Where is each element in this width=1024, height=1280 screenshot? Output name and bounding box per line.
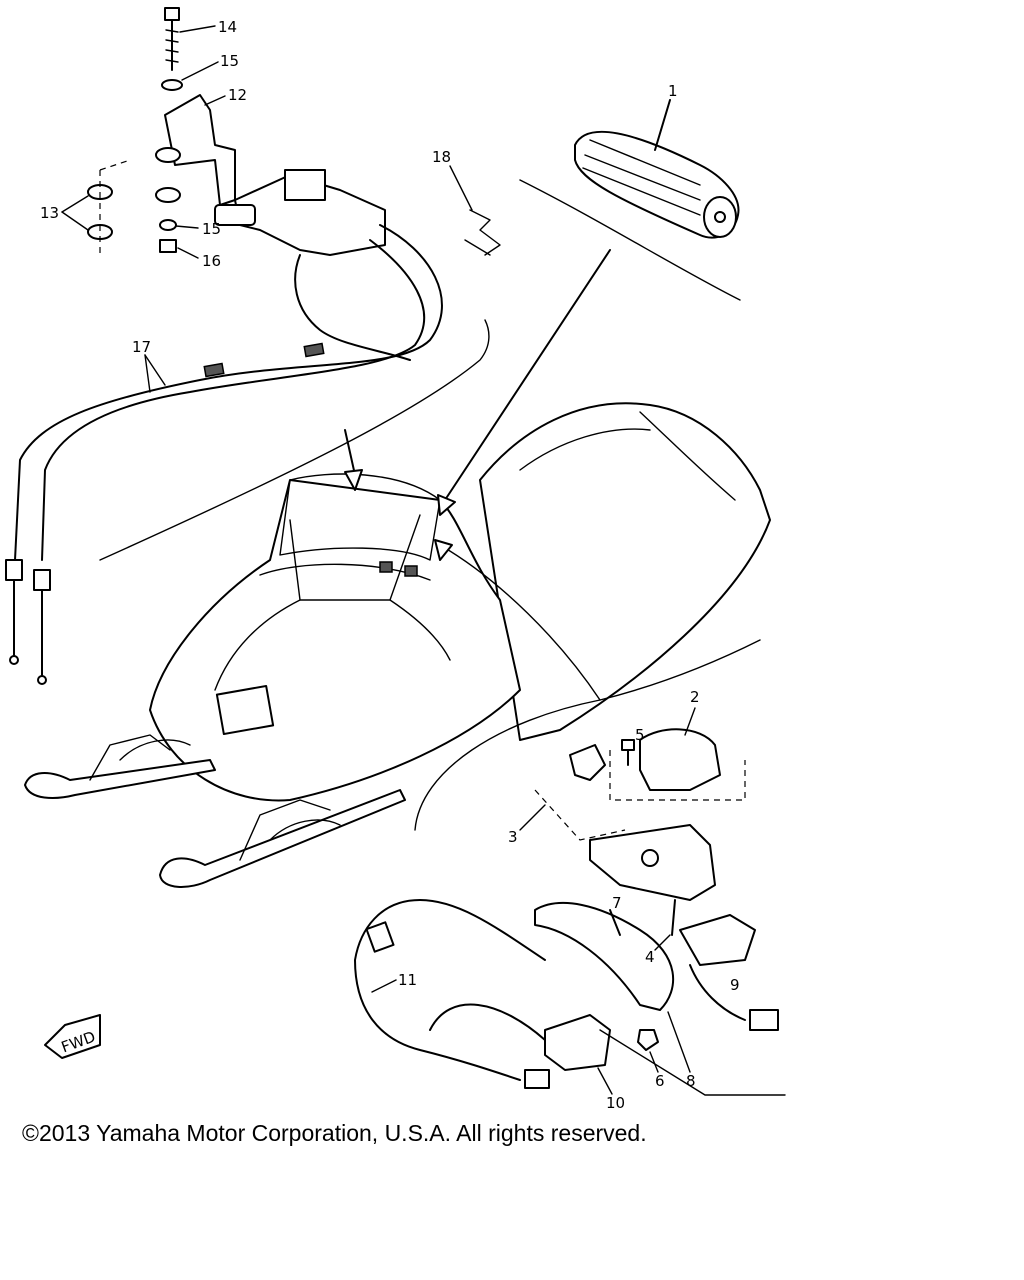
brake-lever	[534, 902, 674, 1011]
callout-6: 6	[655, 1072, 665, 1090]
callout-7: 7	[612, 894, 622, 912]
brake-cable	[354, 899, 546, 1081]
left-ski	[24, 759, 216, 799]
brake-assembly	[354, 539, 786, 1096]
callout-9: 9	[730, 976, 740, 994]
callout-2: 2	[690, 688, 700, 706]
throttle-assembly	[5, 7, 501, 685]
right-ski	[159, 789, 406, 888]
callout-10: 10	[606, 1094, 625, 1110]
grip	[574, 130, 740, 239]
lever-cover	[639, 728, 721, 791]
fwd-arrow: FWD	[44, 1014, 101, 1059]
seat	[479, 402, 771, 741]
callout-8: 8	[686, 1072, 696, 1090]
grip-inset	[437, 99, 741, 516]
callout-5: 5	[635, 726, 645, 744]
callouts: 14 15 12 15 16 13 17 18 1 2 5 3 7 4 9 11…	[40, 18, 740, 1110]
callout-3: 3	[508, 828, 518, 846]
callout-15: 15	[220, 52, 239, 70]
copyright-notice: ©2013 Yamaha Motor Corporation, U.S.A. A…	[22, 1120, 647, 1146]
windshield	[279, 473, 441, 561]
snowmobile	[24, 402, 771, 888]
callout-4: 4	[645, 948, 655, 966]
callout-1: 1	[668, 82, 678, 100]
callout-16: 16	[202, 252, 221, 270]
callout-17: 17	[132, 338, 151, 356]
callout-18: 18	[432, 148, 451, 166]
throttle-cable	[14, 224, 443, 561]
callout-11: 11	[398, 971, 417, 989]
callout-12: 12	[228, 86, 247, 104]
callout-13: 13	[40, 204, 59, 222]
callout-15-lower: 15	[202, 220, 221, 238]
hood	[149, 479, 521, 802]
parts-diagram: FWD 14 15 12 15 16 13 17 18 1 2 5 3 7 4 …	[5, 7, 786, 1110]
callout-14: 14	[218, 18, 237, 36]
